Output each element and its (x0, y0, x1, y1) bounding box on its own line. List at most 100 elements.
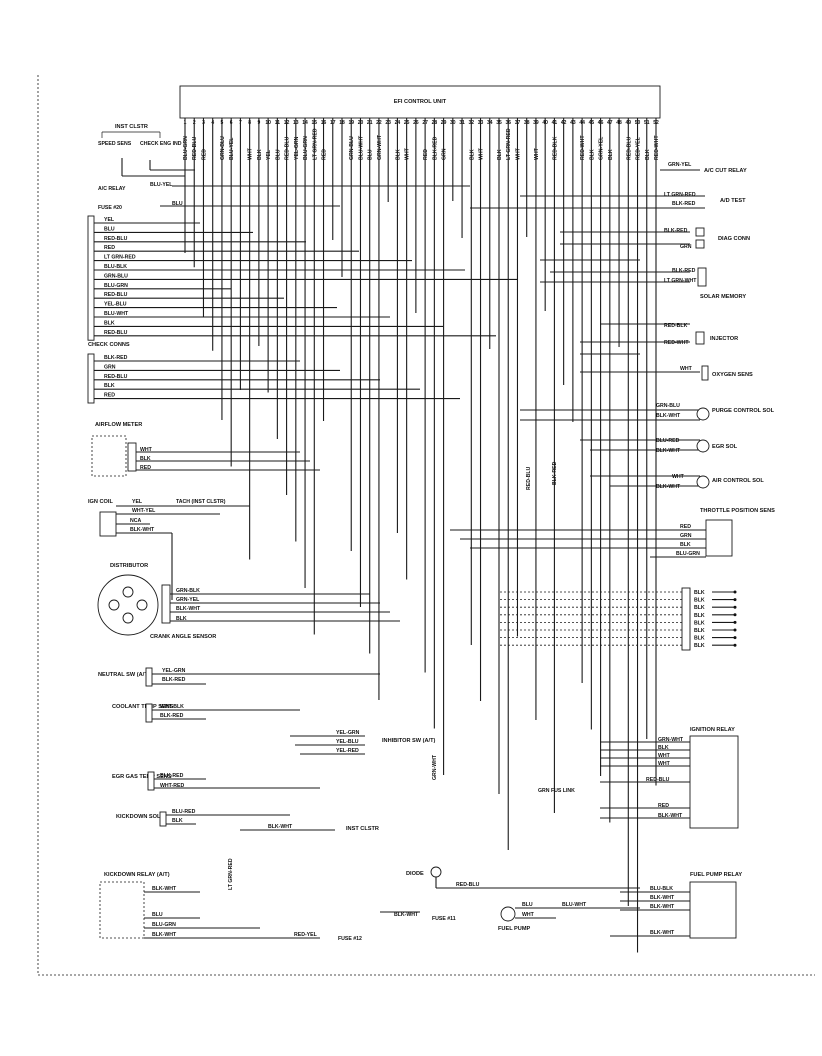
check-connector-wire-label: RED-BLU (104, 374, 128, 380)
injector: RED-BLK RED-WHT INJECTOR (664, 323, 738, 346)
neutral-title: NEUTRAL SW (A/T) (98, 672, 150, 678)
ecu-pin-wire-label: WHT (534, 147, 540, 160)
ecu-pin-wire-label: YEL-GRN (294, 136, 300, 160)
ign-coil-title: IGN COIL (88, 499, 113, 505)
ecu-pin-wire-label: RED (322, 149, 328, 160)
ecu-pin-wire-label: RED (423, 149, 429, 160)
ecu-pin-wire-label: BLU-WHT (358, 135, 364, 160)
ecu-pin-wire-label: RED-BLU (626, 136, 632, 160)
fuse11: BLK-WHT FUSE #11 (380, 911, 456, 922)
ecu-pin-wire-label: RED-BLK (552, 136, 558, 160)
purge-wire-2: BLK-WHT (656, 413, 681, 419)
ecu-pin-wire-label: GRN-YEL (599, 136, 605, 160)
ecu-pin-wire-label: LT GRN-RED (506, 128, 512, 160)
injector-wire-2: RED-WHT (664, 340, 689, 346)
fuse11-wire: BLK-WHT (394, 912, 419, 918)
ign-blk-wht: BLK-WHT (130, 527, 155, 533)
ground-block-wire-label: BLK (694, 598, 705, 604)
ad-test-wire-2: BLK-RED (672, 201, 696, 207)
inhibitor-wire-2: YEL-BLU (336, 739, 359, 745)
distributor-title: DISTRIBUTOR (110, 563, 148, 569)
check-connector-wire-label: RED (104, 393, 115, 399)
ground-block-wire-label: BLK (694, 590, 705, 596)
check-conns-title: CHECK CONNS (88, 342, 130, 348)
airflow-wire-3: RED (140, 465, 151, 471)
ground-block-dot (733, 613, 737, 617)
ground-block-dot (733, 628, 737, 632)
vlabel-lt-grn-red: LT GRN-RED (228, 858, 234, 890)
kickdown-relay-wire-4: BLK-WHT (152, 932, 177, 938)
ecu-pin-wire-label: GRN-BLU (349, 136, 355, 160)
ecu-title: EFI CONTROL UNIT (394, 99, 447, 105)
ecu-pin-wire-label: BLK (469, 149, 475, 160)
check-connector-body (87, 353, 95, 404)
page-frame (37, 75, 815, 976)
left-connector-wire-label: RED (104, 245, 115, 251)
fuel-pump-relay: FUEL PUMP RELAY BLU-BLK BLK-WHT BLK-WHT … (610, 872, 742, 939)
distributor: DISTRIBUTOR CRANK ANGLE SENSOR GRN-BLK G… (97, 563, 400, 640)
inst-cluster-top: INST CLSTR SPEED SENS CHECK ENG IND A/C … (98, 124, 195, 211)
oxygen-title: OXYGEN SENS (712, 372, 753, 378)
ac-cut-title: A/C CUT RELAY (704, 168, 747, 174)
airflow-meter-title: AIRFLOW METER (95, 422, 142, 428)
ignition-relay-wire-label: RED-BLU (646, 777, 670, 783)
inhibitor-wire-3: YEL-RED (336, 748, 359, 754)
crank-angle-title: CRANK ANGLE SENSOR (150, 634, 216, 640)
ac-relay-wire: BLU-YEL (150, 182, 173, 188)
egr-gas-temp-sensor: EGR GAS TEMP SENS BLK-RED WHT-RED (112, 771, 320, 791)
ecu-pin-wire-label: RED-WHT (580, 135, 586, 160)
vlabel-blk-red: BLK-RED (552, 461, 558, 485)
ignition-relay-title: IGNITION RELAY (690, 727, 735, 733)
left-connector-wire-label: YEL (104, 217, 115, 223)
solar-title: SOLAR MEMORY (700, 294, 746, 300)
ground-block-dot (733, 590, 737, 594)
left-connector-wire-label: BLU-GRN (104, 283, 128, 289)
ecu-wire-bundle (184, 118, 657, 953)
ignition-relay-wire-label: BLK (658, 745, 669, 751)
ground-block-dot (733, 620, 737, 624)
ignition-relay-wire-label: WHT (658, 761, 671, 767)
left-connector-body (87, 215, 95, 341)
ecu-pin-wire-label: BLU (275, 149, 281, 160)
ecu-pin-wire-label: BLK (497, 149, 503, 160)
ac-cut-wire: GRN-YEL (668, 162, 692, 168)
left-connector-wire-label: BLU-WHT (104, 311, 129, 317)
egr-sol-title: EGR SOL (712, 444, 738, 450)
ground-block-wire-label: BLK (694, 636, 705, 642)
diag-wire-2: GRN (680, 244, 692, 250)
egr-temp-title: EGR GAS TEMP SENS (112, 774, 172, 780)
inst-cluster-mid: BLK-WHT INST CLSTR (240, 824, 379, 832)
ecu-pin-wire-label: BLK (608, 149, 614, 160)
red-yel-label: RED-YEL (294, 932, 318, 938)
throttle-title: THROTTLE POSITION SENS (700, 508, 775, 514)
solar-wire-1: BLK-RED (672, 268, 696, 274)
coolant-title: COOLANT TEMP SENS (112, 704, 174, 710)
ecu-pin-wire-label: BLU-GRN (303, 136, 309, 160)
ground-block-wire-label: BLK (694, 620, 705, 626)
ecu-pin-wire-label: RED-YEL (636, 136, 642, 160)
fuel-pump-title: FUEL PUMP (498, 926, 530, 932)
egr-temp-wire-2: WHT-RED (160, 783, 184, 789)
left-connector-wire-label: LT GRN-RED (104, 255, 136, 261)
ecu-pin-wire-label: BLK (395, 149, 401, 160)
ecu-pin-wire-label: GRN (442, 148, 448, 160)
egr-temp-wire-1: BLK-RED (160, 773, 184, 779)
egr-sol-wire-1: BLU-RED (656, 438, 680, 444)
coolant-temp-sensor: COOLANT TEMP SENS WHT-BLK BLK-RED (112, 703, 300, 723)
ecu-pin-wire-label: BLK (257, 149, 263, 160)
ecu-pin-wire-label: RED (201, 149, 207, 160)
left-connector-wire-label: RED-BLU (104, 236, 128, 242)
ground-block-wire-label: BLK (694, 605, 705, 611)
ignition-relay-wire-label: RED (658, 803, 669, 809)
ecu-pin-wire-label: GRN-WHT (377, 134, 383, 160)
kickdown-relay-title: KICKDOWN RELAY (A/T) (104, 872, 170, 878)
left-connector-wire-label: BLK (104, 320, 115, 326)
vlabel-red-blu: RED-BLU (526, 466, 532, 490)
neutral-switch: NEUTRAL SW (A/T) YEL-GRN BLK-RED (98, 667, 380, 687)
oxygen-wire: WHT (680, 366, 693, 372)
